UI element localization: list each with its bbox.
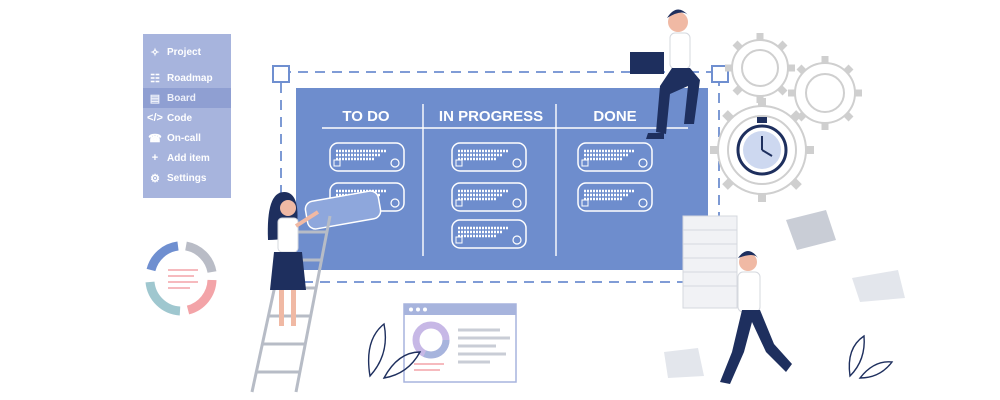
gear-icon: ⚙: [150, 172, 160, 185]
menu-item-label: On-call: [167, 132, 201, 144]
avatar-icon: [512, 158, 522, 168]
frame-handle-top-right[interactable]: [711, 65, 729, 83]
phone-icon: ☎: [148, 132, 162, 145]
side-menu: ✧ Project ☷ Roadmap ▤ Board </> Code ☎ On-call + Ad…: [143, 34, 231, 198]
column-title-todo: TO DO: [342, 108, 390, 125]
board-icon: ▤: [149, 92, 161, 105]
checkbox-icon: [581, 199, 589, 207]
menu-item-board[interactable]: ▤ Board: [143, 88, 231, 108]
man-with-laptop: [630, 9, 700, 139]
menu-item-on-call[interactable]: ☎ On-call: [143, 128, 231, 148]
gear-icon: [725, 33, 795, 103]
plus-icon: +: [151, 152, 159, 164]
frame-handle-top-left[interactable]: [272, 65, 290, 83]
column-title-done: DONE: [593, 108, 636, 125]
menu-item-add-item[interactable]: + Add item: [143, 148, 231, 168]
selection-frame: [272, 65, 729, 283]
paper-stack: [682, 215, 738, 309]
menu-item-label: Settings: [167, 172, 207, 184]
stopwatch-icon: [736, 117, 788, 176]
checkbox-icon: [455, 199, 463, 207]
roadmap-icon: ☷: [150, 72, 160, 85]
task-card[interactable]: [577, 182, 653, 212]
avatar-icon: [512, 235, 522, 245]
leaf-plant-right: [848, 334, 894, 379]
laptop-icon: [630, 52, 664, 74]
avatar-icon: [512, 198, 522, 208]
avatar-icon: [390, 158, 400, 168]
man-carrying-papers: [720, 251, 792, 384]
gear-icon: [788, 56, 862, 130]
code-icon: </>: [147, 112, 163, 124]
menu-item-label: Board: [167, 92, 196, 104]
avatar-icon: [638, 158, 648, 168]
avatar-icon: [390, 198, 400, 208]
menu-item-code[interactable]: </> Code: [143, 108, 231, 128]
checkbox-icon: [333, 159, 341, 167]
menu-item-settings[interactable]: ⚙ Settings: [143, 168, 231, 188]
menu-item-project[interactable]: ✧ Project: [143, 42, 231, 62]
menu-item-label: Project: [167, 46, 201, 58]
dashboard-window: [403, 303, 517, 383]
task-card[interactable]: [451, 142, 527, 172]
task-card[interactable]: [577, 142, 653, 172]
checkbox-icon: [455, 159, 463, 167]
task-card[interactable]: [451, 219, 527, 249]
floating-papers: [664, 210, 905, 378]
menu-item-label: Roadmap: [167, 72, 213, 84]
task-card[interactable]: [329, 142, 405, 172]
cycle-arrows-icon: [145, 241, 217, 316]
menu-item-roadmap[interactable]: ☷ Roadmap: [143, 68, 231, 88]
checkbox-icon: [581, 159, 589, 167]
menu-item-label: Code: [167, 112, 192, 124]
lightbulb-icon: ✧: [150, 46, 160, 59]
leaf-plant-left: [367, 322, 422, 379]
woman-on-ladder: [267, 192, 320, 326]
kanban-board: TO DO IN PROGRESS DONE: [296, 88, 708, 270]
column-title-in-progress: IN PROGRESS: [439, 108, 543, 125]
checkbox-icon: [455, 236, 463, 244]
menu-item-label: Add item: [167, 152, 210, 164]
avatar-icon: [638, 198, 648, 208]
gears: [710, 33, 862, 202]
task-card[interactable]: [451, 182, 527, 212]
task-card-held[interactable]: [304, 190, 382, 230]
